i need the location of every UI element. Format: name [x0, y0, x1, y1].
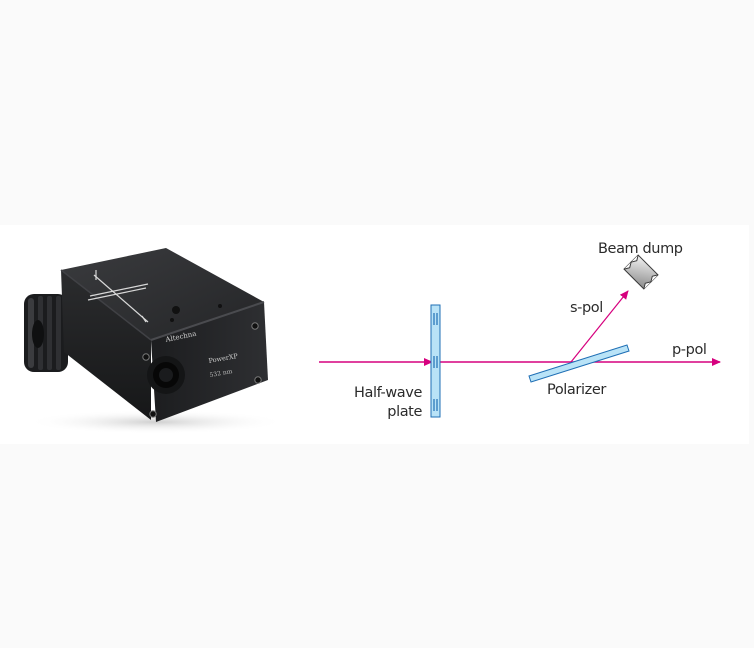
polarization-diagram: Half-wave plate Polarizer s-pol p-pol Be…	[319, 241, 721, 420]
wavelength-text: 532 nm	[209, 368, 233, 379]
polarizer-icon	[528, 344, 630, 383]
half-wave-plate-icon	[430, 304, 441, 418]
polarizer-label: Polarizer	[547, 382, 606, 398]
half-wave-plate-label: Half-wave	[354, 385, 422, 401]
beam-dump-icon	[623, 254, 659, 290]
p-pol-label: p-pol	[672, 342, 707, 358]
s-pol-label: s-pol	[570, 300, 603, 316]
attenuator-device-image: Altechna PowerXP 532 nm	[24, 248, 286, 434]
s-pol-beam	[570, 290, 629, 363]
beam-dump-label: Beam dump	[598, 241, 683, 257]
heatsink-fins	[24, 294, 68, 372]
content-band: Altechna PowerXP 532 nm	[0, 225, 749, 444]
etched-symbol-icon	[87, 270, 149, 323]
half-wave-plate-label-line2: plate	[387, 404, 422, 420]
